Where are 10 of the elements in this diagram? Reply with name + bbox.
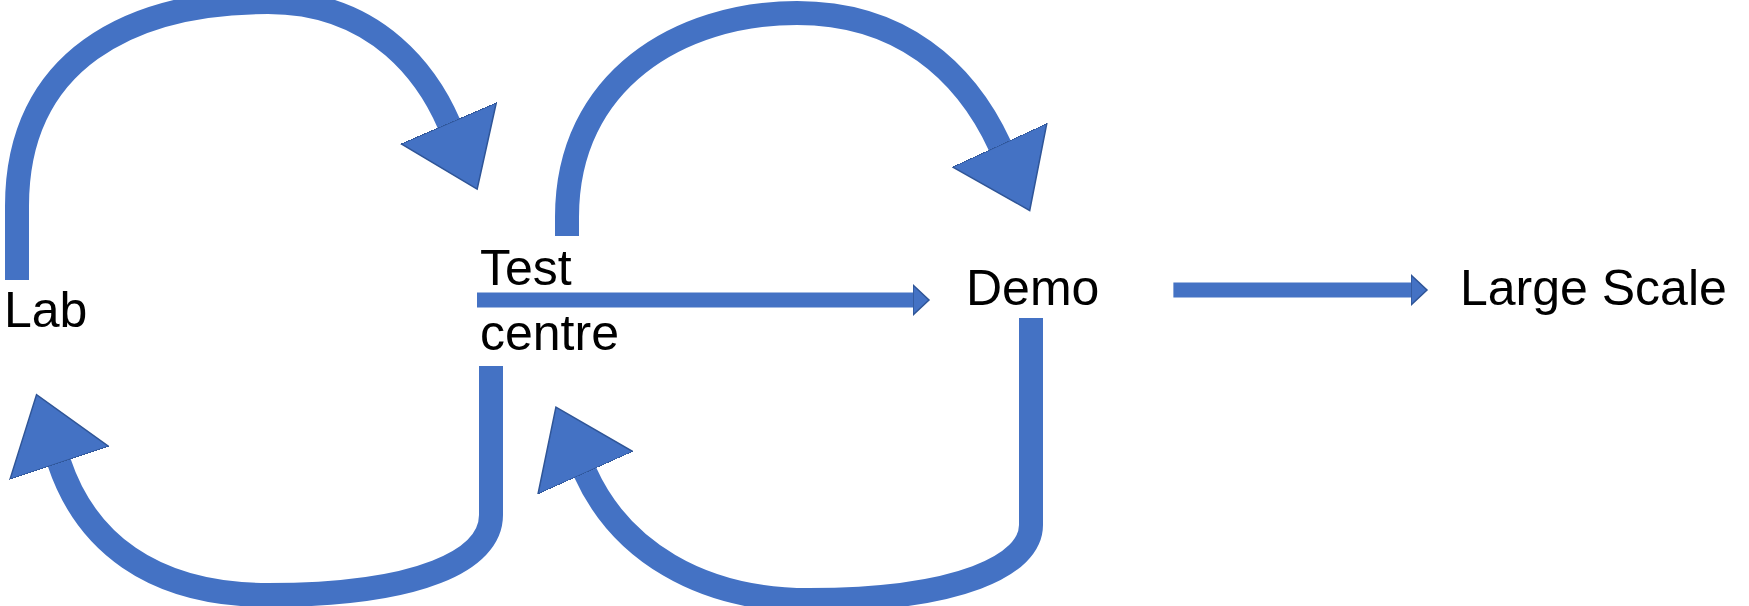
stage-label: Lab [4,280,88,340]
stage-label: Large Scale [1460,258,1727,318]
arrow [1173,274,1428,306]
stage-label: Demo [966,258,1100,318]
curved-arrow [10,366,503,606]
curved-arrow [538,318,1043,606]
curved-arrow [5,0,497,280]
curved-arrow [555,1,1047,236]
arrow [477,284,930,316]
stage-label: Test centre [480,236,640,366]
